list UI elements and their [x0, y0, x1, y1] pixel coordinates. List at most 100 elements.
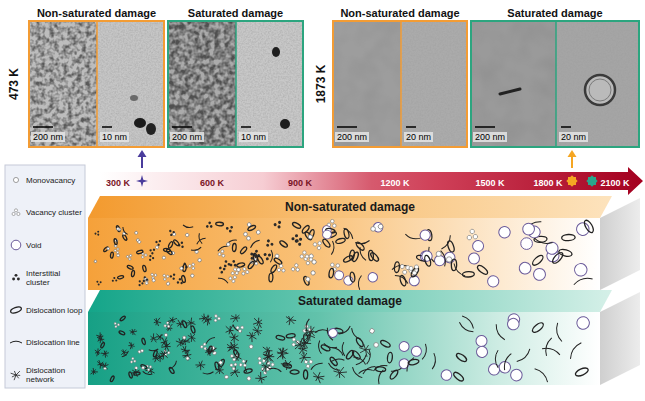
dislocation-loop-symbol: [531, 321, 545, 334]
dislocation-loop-symbol: [329, 356, 338, 366]
svg-circle: [142, 366, 145, 369]
svg-line: [258, 378, 261, 381]
svg-ellipse: [462, 271, 474, 277]
dislocation-loop-symbol: [236, 262, 245, 267]
tem-image: [470, 20, 556, 148]
svg-path: [358, 247, 366, 261]
interstitial-cluster-symbol: [12, 273, 20, 279]
dislocation-loop-symbol: [173, 239, 180, 246]
svg-ellipse: [531, 254, 545, 267]
dislocation-line-symbol: [122, 227, 128, 235]
dislocation-line-symbol: [422, 344, 428, 360]
dislocation-loop-symbol: [394, 262, 400, 273]
svg-circle: [203, 343, 206, 346]
svg-circle: [469, 229, 475, 235]
monovacancy-symbol: [246, 236, 250, 240]
svg-path: [342, 342, 345, 356]
heading-slot: Non-saturated damage: [332, 3, 468, 21]
monovacancy-symbol: [256, 230, 261, 235]
svg-ellipse: [531, 321, 545, 334]
svg-circle: [180, 281, 183, 284]
legend-symbol: [8, 367, 24, 383]
void-symbol: [506, 316, 521, 331]
svg-circle: [306, 261, 310, 265]
svg-line: [283, 364, 287, 368]
svg-circle: [418, 228, 432, 242]
svg-ellipse: [273, 257, 282, 265]
svg-rect: [566, 175, 577, 186]
dislocation-line-symbol: [342, 342, 345, 356]
dislocation-network-symbol: [227, 366, 241, 380]
scale-slot: 200 nm: [170, 126, 204, 144]
dislocation-loop-symbol: [451, 259, 456, 271]
svg-circle: [224, 264, 227, 267]
temperature-tick: 1200 K: [380, 178, 409, 188]
interstitial-cluster-symbol: [169, 229, 176, 237]
svg-line: [97, 336, 101, 340]
svg-line: [94, 371, 96, 373]
dislocation-loop-symbol: [380, 339, 391, 348]
dislocation-loop-symbol: [343, 254, 354, 263]
legend-item: Dislocation network: [8, 363, 84, 387]
svg-line: [200, 361, 203, 365]
svg-path: [305, 318, 309, 331]
svg-circle: [116, 251, 118, 253]
dislocation-line-symbol: [432, 353, 436, 369]
label-slot: 600 K: [200, 172, 224, 190]
svg-path: [327, 363, 340, 372]
svg-circle: [149, 365, 152, 368]
svg-circle: [113, 277, 115, 279]
dislocation-loop-symbol: [219, 359, 226, 368]
dislocation-network-symbol: [11, 371, 21, 380]
svg-circle: [334, 270, 345, 281]
svg-line: [172, 318, 177, 320]
vacancy-cluster-symbol: [200, 343, 207, 351]
legend-box: [5, 165, 85, 388]
dislocation-network-symbol: [128, 342, 135, 350]
svg-ellipse: [247, 224, 256, 231]
monovacancy-symbol: [142, 366, 145, 369]
svg-line: [199, 316, 204, 321]
svg-circle: [273, 223, 277, 227]
void-symbol: [440, 369, 453, 382]
dislocation-loop-symbol: [562, 234, 576, 241]
svg-line: [101, 352, 105, 356]
dislocation-loop-symbol: [583, 219, 596, 234]
svg-circle: [446, 257, 451, 262]
svg-line: [33, 126, 53, 128]
svg-ellipse: [350, 272, 356, 282]
svg-ellipse: [136, 250, 143, 255]
svg-circle: [410, 345, 423, 358]
svg-circle: [270, 242, 274, 246]
label-slot: 1500 K: [475, 172, 504, 190]
svg-ellipse: [119, 315, 126, 321]
monovacancy-symbol: [377, 223, 384, 230]
dislocation-network-symbol: [160, 340, 173, 353]
dislocation-network-symbol: [279, 358, 293, 371]
vacancy-cluster-symbol: [408, 265, 421, 279]
svg-circle: [263, 253, 267, 257]
svg-circle: [13, 177, 18, 182]
svg-circle: [292, 343, 296, 347]
svg-ellipse: [368, 250, 373, 261]
heading-slot: Saturated damage: [470, 3, 640, 21]
svg-circle: [521, 238, 533, 250]
dislocation-network-symbol: [95, 332, 105, 342]
dislocation-line-symbol: [170, 361, 177, 370]
svg-circle: [115, 279, 117, 281]
dislocation-loop-symbol: [247, 261, 255, 270]
svg-path: [535, 367, 550, 382]
interstitial-cluster-symbol: [229, 259, 238, 269]
svg-ellipse: [270, 264, 278, 273]
svg-circle: [164, 333, 167, 336]
interstitial-cluster-symbol: [148, 247, 155, 255]
svg-circle: [308, 234, 313, 239]
svg-line: [365, 349, 370, 351]
svg-circle: [475, 345, 489, 359]
svg-circle: [154, 273, 158, 277]
legend-text: Monovacancy: [26, 176, 84, 185]
svg-circle: [281, 268, 285, 272]
image-divider: [235, 20, 237, 148]
void-symbol: [366, 271, 379, 284]
dislocation-network-symbol: [158, 335, 172, 349]
